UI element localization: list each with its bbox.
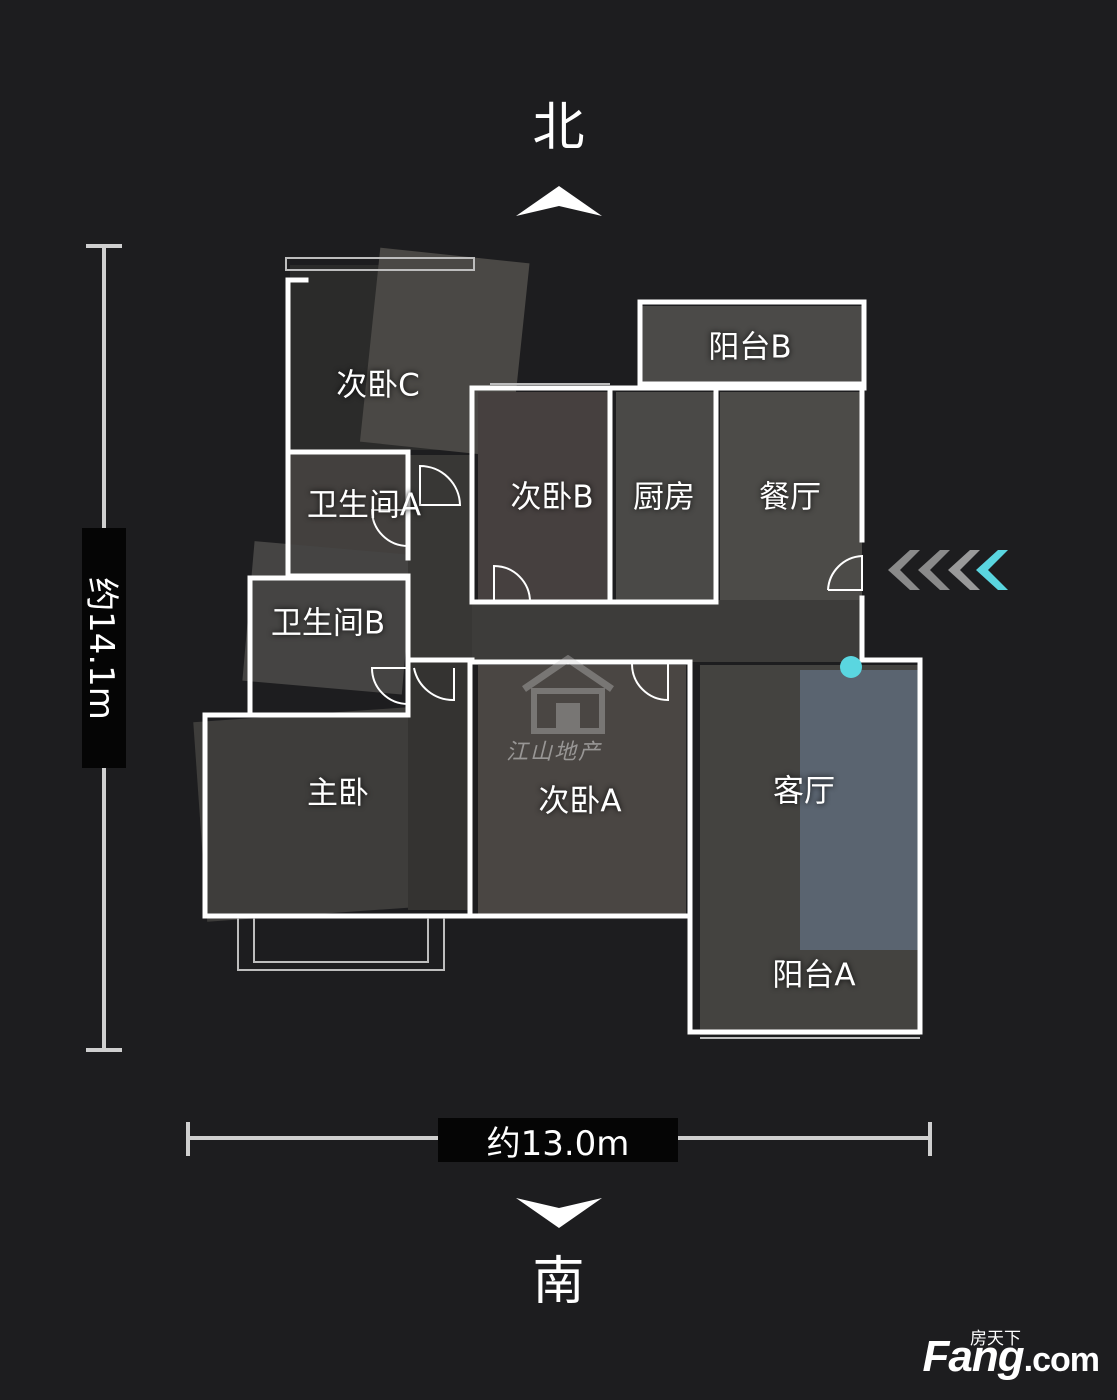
- wall-bedroom-b: [469, 385, 613, 605]
- doors: [370, 464, 863, 705]
- room-label-master-bedroom[interactable]: 主卧: [307, 775, 369, 812]
- wall-kitchen: [612, 385, 719, 605]
- window-bedroom-c-top: [285, 257, 475, 271]
- wall-bedroom-a: [469, 659, 693, 919]
- room-label-kitchen[interactable]: 厨房: [633, 479, 695, 516]
- balcony-master-inner: [253, 918, 429, 963]
- logo-wordmark: Fang.com: [922, 1332, 1100, 1381]
- wall-living: [687, 657, 923, 1035]
- balcony-master: [237, 918, 445, 971]
- floor-balcony-b: [642, 306, 862, 384]
- walls: [202, 277, 923, 1035]
- logo-subtitle: 房天下: [970, 1329, 1021, 1348]
- floor-living-photo: [800, 670, 918, 950]
- room-label-dining[interactable]: 餐厅: [759, 479, 821, 516]
- thin-lines: [237, 257, 920, 1039]
- floor-hallway: [408, 600, 862, 662]
- wall-bathroom-b: [247, 575, 411, 718]
- floor-bedroom-a: [478, 665, 686, 915]
- south-label: 南: [532, 1252, 585, 1312]
- door-bathroom-a-2: [419, 464, 462, 506]
- room-label-living-room[interactable]: 客厅: [773, 773, 835, 810]
- door-bathroom-a: [370, 509, 409, 547]
- wall-bathroom-a: [285, 449, 411, 561]
- room-label-bathroom-a[interactable]: 卫生间A: [306, 487, 422, 524]
- door-bedroom-c-corridor: [413, 667, 455, 702]
- room-label-balcony-a[interactable]: 阳台A: [772, 957, 856, 994]
- view-direction-arrows-icon[interactable]: [884, 548, 1010, 592]
- room-label-balcony-b[interactable]: 阳台B: [708, 329, 792, 366]
- wall-balcony-b: [637, 299, 867, 387]
- door-dining: [827, 554, 863, 591]
- south-arrow-icon: [516, 1198, 602, 1228]
- room-label-bedroom-a[interactable]: 次卧A: [538, 783, 622, 820]
- height-dimension-label: 约14.1m: [81, 528, 126, 768]
- wall-bedroom-c: [285, 277, 309, 455]
- door-bedroom-b: [493, 564, 531, 603]
- floor-kitchen: [616, 392, 716, 602]
- north-label: 北: [532, 98, 585, 158]
- room-label-bedroom-b[interactable]: 次卧B: [510, 479, 594, 516]
- floor-bathroom-b-corridor: [408, 660, 472, 910]
- brand-logo: 房天下 Fang.com: [922, 1329, 1100, 1382]
- floor-master: [193, 707, 422, 922]
- room-label-bathroom-b[interactable]: 卫生间B: [270, 605, 386, 642]
- door-bathroom-b: [370, 667, 409, 705]
- room-label-bedroom-c[interactable]: 次卧C: [336, 367, 420, 404]
- watermark-text: 江山地产: [506, 740, 603, 765]
- north-arrow-icon: [516, 186, 602, 216]
- house-watermark-icon: [522, 655, 614, 734]
- floor-hallway-left: [408, 455, 472, 660]
- location-marker-icon[interactable]: [838, 654, 864, 680]
- room-floor-textures: [193, 247, 920, 1035]
- wall-master: [202, 712, 473, 919]
- door-bedroom-a: [631, 663, 669, 702]
- width-dimension-label: 约13.0m: [438, 1118, 678, 1164]
